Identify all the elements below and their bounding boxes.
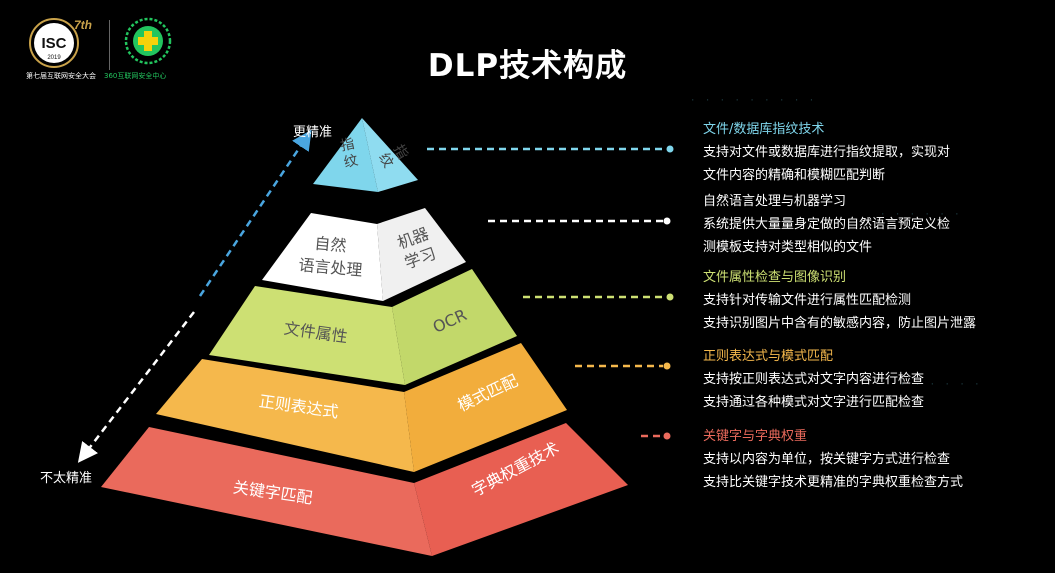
pyramid-level-1-right [362,118,418,192]
more-precise-arrow [198,129,312,297]
less-precise-arrow [77,311,195,463]
pyramid-level-5-left [101,427,432,556]
description-heading: 自然语言处理与机器学习 [703,194,847,209]
description-line: 支持通过各种模式对文字进行匹配检查 [703,395,925,410]
description-line: 系统提供大量量身定做的自然语言预定义检 [703,217,951,232]
pyramid-level-2-right [377,208,466,301]
description-line: 支持按正则表达式对文字内容进行检查 [703,372,925,387]
description-keyword: 关键字与字典权重 支持以内容为单位，按关键字方式进行检查 支持比关键字技术更精准… [703,425,963,494]
less-precise-label: 不太精准 [40,471,93,486]
description-heading: 文件属性检查与图像识别 [703,270,847,285]
pyramid-level-4-left [156,359,414,472]
isc-seventh: 7th [74,18,92,32]
description-line: 支持比关键字技术更精准的字典权重检查方式 [703,475,964,490]
page-title: DLP技术构成 [427,48,628,84]
isc-year: 2019 [47,55,61,61]
description-line: 支持识别图片中含有的敏感内容，防止图片泄露 [703,316,977,331]
background-code: · · · · · · [880,210,962,220]
background-code: · · · · · · [900,380,982,390]
background-code: · · · · · · · · · [690,96,817,106]
level-1-right-label: 指纹 [375,142,411,171]
description-fingerprint: 文件/数据库指纹技术 支持对文件或数据库进行指纹提取，实现对 文件内容的精确和模… [703,118,950,187]
isc-logo: ISC 2019 7th 第七届互联网安全大会 [26,15,106,80]
isc-logo-text: 第七届互联网安全大会 [26,72,96,80]
pyramid-level-4-right [404,343,567,472]
brand-logo-text: 360互联网安全中心 [104,72,167,80]
description-heading: 正则表达式与模式匹配 [703,349,834,364]
description-file-attribute: 文件属性检查与图像识别 支持针对传输文件进行属性匹配检测 支持识别图片中含有的敏… [703,266,976,335]
description-nlp: 自然语言处理与机器学习 系统提供大量量身定做的自然语言预定义检 测模板支持对类型… [703,190,950,259]
pyramid-level-3-left [209,286,405,385]
pyramid-level-1-left [313,118,378,192]
level-2-left-label-line1: 自然 [314,234,348,256]
description-line: 支持针对传输文件进行属性匹配检测 [703,293,912,308]
logo-divider [109,20,110,70]
pyramid-level-5-right [414,423,628,556]
description-line: 测模板支持对类型相似的文件 [703,240,873,255]
description-line: 支持对文件或数据库进行指纹提取，实现对 [703,145,951,160]
description-line: 支持以内容为单位，按关键字方式进行检查 [703,452,951,467]
description-line: 文件内容的精确和模糊匹配判断 [703,168,886,183]
pyramid-level-2-left [262,213,383,301]
description-heading: 关键字与字典权重 [703,429,808,444]
pyramid-level-3-right [392,269,517,385]
isc-mark: ISC [41,35,66,52]
description-heading: 文件/数据库指纹技术 [703,122,825,137]
level-1-left-label: 指纹 [339,136,360,171]
brand-logo: 360互联网安全中心 [104,15,193,80]
more-precise-label: 更精准 [293,125,333,140]
description-regex: 正则表达式与模式匹配 支持按正则表达式对文字内容进行检查 支持通过各种模式对文字… [703,345,924,414]
